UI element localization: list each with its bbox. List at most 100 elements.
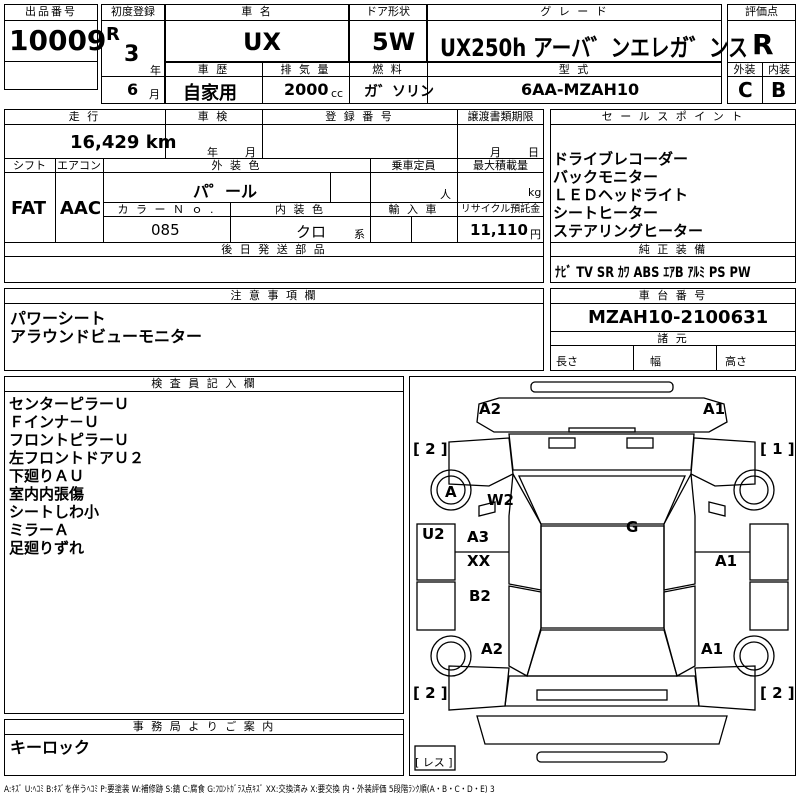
- history: 自家用: [183, 83, 237, 104]
- chassis-number: MZAH10-2100631: [588, 307, 769, 328]
- mileage: 16,429 km: [70, 132, 177, 153]
- map-wheel-lf: A: [445, 483, 457, 501]
- score: R: [752, 28, 774, 61]
- interior-label: 内装: [768, 63, 790, 76]
- map-xx: XX: [467, 552, 491, 570]
- year-unit: 年: [150, 64, 161, 77]
- inspection-year-unit: 年: [207, 146, 218, 159]
- inspector-item-5: 下廻りＡＵ: [9, 467, 85, 485]
- office-box: [4, 719, 404, 776]
- notes-label: 注 意 事 項 欄: [230, 289, 318, 302]
- map-left-rear: A2: [481, 640, 504, 658]
- map-b2: B2: [469, 587, 491, 605]
- damage-map-box: [409, 376, 796, 776]
- import-label: 輸 入 車: [388, 203, 439, 216]
- spec-label: 諸 元: [657, 332, 689, 345]
- sales-point-2: バックモニター: [553, 168, 659, 186]
- map-bracket-lf: [ 2 ]: [413, 440, 448, 458]
- lot-number: 10009: [9, 24, 107, 57]
- inspection-month-unit: 月: [245, 146, 256, 159]
- vehicle-info-box: [4, 109, 544, 283]
- grade-text: UX250h アーバ゛ンエレガ゛ンス: [440, 34, 748, 62]
- transfer-day-unit: 日: [528, 146, 539, 159]
- ac-label: エアコン: [57, 159, 101, 172]
- history-label: 車 歴: [197, 63, 230, 76]
- legend: A:ｷｽﾞ U:ﾍｺﾐ B:ｷｽﾞを伴うﾍｺﾐ P:要塗装 W:補修跡 S:錆 …: [4, 782, 602, 795]
- car-name-box: [165, 4, 349, 62]
- inspector-label: 検 査 員 記 入 欄: [151, 377, 257, 390]
- displacement: 2000: [284, 80, 329, 99]
- month-unit: 月: [149, 88, 160, 101]
- car-diagram: [414, 381, 789, 771]
- map-bracket-lr: [ 2 ]: [413, 684, 448, 702]
- map-a3: A3: [467, 528, 490, 546]
- later-parts-label: 後 日 発 送 部 品: [221, 243, 327, 256]
- ac: AAC: [60, 198, 102, 219]
- sales-point-4: シートヒーター: [553, 204, 659, 222]
- lot-number-box: [4, 4, 98, 90]
- note-1: パワーシート: [10, 309, 106, 328]
- color-no: 085: [151, 221, 180, 239]
- spec-height: 高さ: [725, 355, 747, 368]
- registration-box: [101, 4, 165, 104]
- exterior-score: C: [738, 78, 753, 102]
- interior-unit: 系: [354, 228, 365, 241]
- color-no-label: カ ラ ー Ｎ ｏ .: [117, 203, 216, 216]
- era: R: [106, 24, 120, 45]
- displacement-label: 排 気 量: [280, 63, 331, 76]
- map-bracket-rf: [ 1 ]: [760, 440, 795, 458]
- inspector-item-4: 左フロントドアＵ２: [9, 449, 145, 467]
- notes-box: [4, 288, 544, 371]
- grade: UX250h アーバ゛ンエレガ゛ンス: [440, 28, 800, 63]
- door-box: [349, 4, 427, 62]
- sales-point-3: ＬＥＤヘッドライト: [553, 186, 689, 204]
- history-row: [165, 62, 722, 104]
- map-glass: G: [626, 518, 639, 536]
- fuel-label: 燃 料: [372, 63, 404, 76]
- model-label: 型 式: [558, 63, 591, 76]
- map-a1-side: A1: [715, 552, 738, 570]
- body-color: パ゜ール: [193, 182, 258, 201]
- inspector-item-9: 足廻りずれ: [9, 539, 85, 557]
- inspector-item-8: ミラーＡ: [9, 521, 70, 539]
- spec-width: 幅: [650, 355, 661, 368]
- car-name-label: 車 名: [241, 5, 273, 18]
- registration-label: 初度登録: [111, 5, 155, 18]
- inspector-item-2: Ｆインナ－Ｕ: [9, 413, 100, 431]
- fuel: ガ゛ソリン: [364, 84, 434, 100]
- inspector-item-7: シートしわ小: [9, 503, 100, 521]
- equipment-text: ﾅﾋﾞ TV SR ｶﾜ ABS ｴｱB ｱﾙﾐ PS PW: [555, 265, 751, 281]
- color-label: 外 装 色: [211, 159, 262, 172]
- map-right-front: A1: [703, 400, 726, 418]
- inspector-item-3: フロントピラーＵ: [9, 431, 130, 449]
- exterior-label: 外装: [733, 63, 756, 76]
- lot-number-label: 出品番号: [25, 5, 77, 18]
- car-name: UX: [243, 28, 281, 56]
- map-right-rear: A1: [701, 640, 724, 658]
- map-left-front: A2: [479, 400, 502, 418]
- map-bracket-rr: [ 2 ]: [760, 684, 795, 702]
- door-label: ドア形状: [366, 5, 410, 18]
- model: 6AA-MZAH10: [521, 80, 640, 99]
- capacity-label: 乗車定員: [391, 159, 436, 172]
- sales-points-box: [550, 109, 796, 283]
- inspector-box: [4, 376, 404, 714]
- score-label: 評価点: [745, 5, 778, 18]
- inspector-item-6: 室内内張傷: [9, 485, 85, 503]
- sales-point-1: ドライブレコーダー: [553, 150, 689, 168]
- map-spare: [ レス ]: [415, 756, 453, 769]
- note-2: アラウンドビューモニター: [10, 327, 203, 346]
- chassis-box: [550, 288, 796, 371]
- displacement-unit: cc: [331, 87, 344, 100]
- door-type: 5W: [372, 28, 416, 56]
- transfer-label: 譲渡書類期限: [467, 110, 534, 123]
- reg-month: 6: [127, 80, 139, 99]
- inspector-item-1: センターピラーＵ: [9, 395, 130, 413]
- office-label: 事 務 局 よ り ご 案 内: [132, 720, 276, 733]
- office-item-1: キーロック: [10, 738, 91, 757]
- equipment-label: 純 正 装 備: [638, 243, 708, 256]
- mileage-label: 走 行: [68, 110, 101, 123]
- recycle-label: リサイクル預託金: [460, 204, 541, 215]
- legend-text: A:ｷｽﾞ U:ﾍｺﾐ B:ｷｽﾞを伴うﾍｺﾐ P:要塗装 W:補修跡 S:錆 …: [4, 785, 495, 795]
- score-box: [727, 4, 796, 104]
